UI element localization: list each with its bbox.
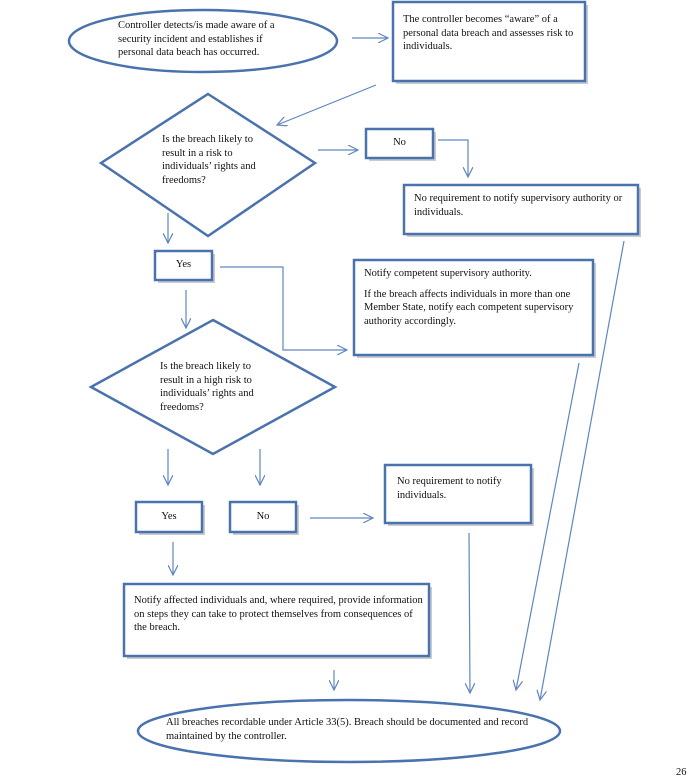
yes-label-1: Yes: [175, 259, 192, 270]
arrow-aware-to-q1: [277, 84, 377, 125]
no-box-1: [364, 127, 435, 160]
arrow-no1-to-no-req: [438, 139, 468, 177]
no-requirement-individuals-label: No requirement to notify individuals.: [397, 476, 502, 501]
no-requirement-individuals-box: [383, 463, 533, 525]
start-ellipse: [67, 8, 339, 74]
notify-sa-box: [352, 258, 595, 357]
start-label: Controller detects/is made aware of a se…: [118, 20, 275, 58]
end-label: All breaches recordable under Article 33…: [166, 717, 529, 742]
notify-sa-label: Notify competent supervisory authority. …: [364, 267, 586, 328]
arrow-yes1-to-notify-sa: [220, 266, 347, 350]
notify-sa-line-2: If the breach affects individuals in mor…: [364, 288, 574, 327]
arrow-no-req-both-to-end: [540, 240, 625, 700]
decision-1-label: Is the breach likely to result in a risk…: [162, 134, 256, 186]
page-number: 26: [676, 767, 687, 778]
notify-individuals-label: Notify affected individuals and, where r…: [134, 595, 423, 633]
yes-box-2: [134, 500, 204, 534]
no-requirement-both-label: No requirement to notify supervisory aut…: [414, 193, 623, 218]
aware-box: [391, 0, 587, 83]
aware-label: The controller becomes “aware” of a pers…: [403, 14, 574, 52]
yes-label-2: Yes: [161, 511, 177, 522]
arrow-no-req-ind-to-end: [469, 532, 470, 693]
notify-sa-line-1: Notify competent supervisory authority.: [364, 268, 532, 279]
yes-box-1: [153, 249, 214, 282]
no-label-1: No: [393, 137, 406, 148]
decision-diamond-2: [88, 318, 338, 456]
no-requirement-both-box: [402, 183, 640, 236]
no-label-2: No: [256, 511, 270, 522]
notify-individuals-box: [122, 582, 431, 658]
no-box-2: [228, 500, 298, 534]
decision-diamond-1: [98, 92, 318, 238]
arrow-notify-sa-to-end: [516, 362, 580, 690]
end-ellipse: [136, 698, 562, 764]
decision-2-label: Is the breach likely to result in a high…: [160, 361, 254, 413]
